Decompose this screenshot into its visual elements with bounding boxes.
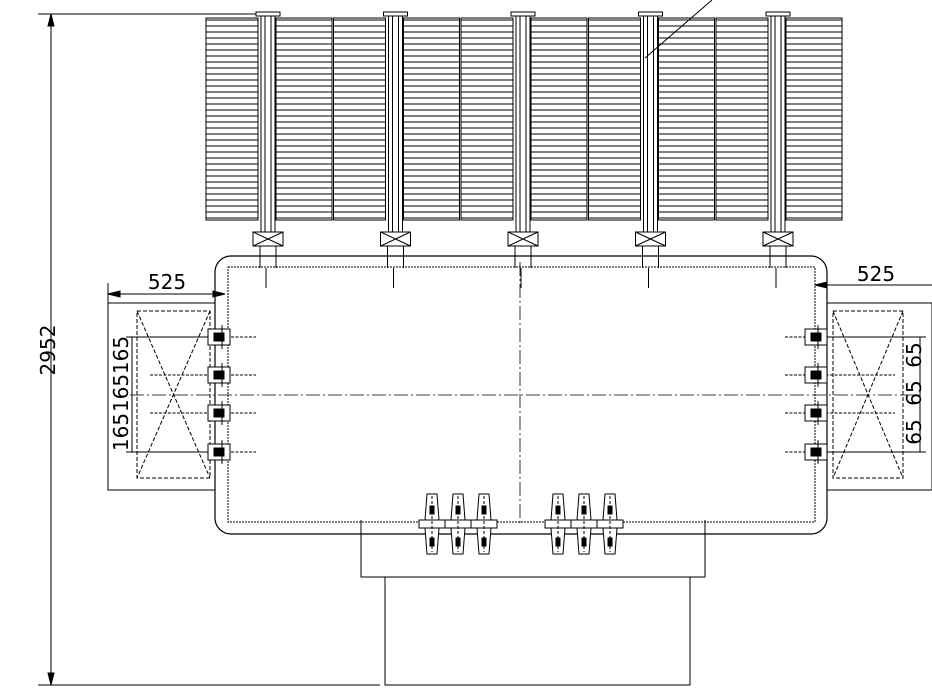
base-frame	[360, 520, 706, 686]
radiator	[588, 11, 715, 288]
left-offset-label: 525	[148, 270, 186, 294]
radiator	[715, 11, 843, 288]
side-bushings	[150, 325, 895, 464]
side-bushing-right	[785, 401, 895, 425]
side-bushing-right	[785, 325, 895, 349]
lv-bushing	[570, 493, 598, 555]
left-pitch-dimension	[126, 336, 215, 453]
tank-centerlines	[130, 262, 915, 525]
lv-bushing	[418, 493, 446, 555]
side-bushing-right	[785, 363, 895, 387]
radiator-bank	[205, 11, 843, 288]
side-bushing-right	[785, 440, 895, 464]
overall-height-dimension	[38, 13, 380, 686]
lv-bushing	[444, 493, 472, 555]
right-offset-label: 525	[857, 262, 895, 286]
right-pitch-label-1: 65	[902, 342, 926, 367]
left-pitch-label-1: 165	[109, 336, 133, 374]
radiator	[333, 11, 460, 288]
side-bushing-left	[150, 363, 256, 387]
left-pitch-label-2: 165	[109, 374, 133, 412]
lv-bushing	[596, 493, 624, 555]
side-bushing-left	[150, 325, 256, 349]
right-offset-dimension	[814, 281, 932, 289]
side-bushing-left	[150, 440, 256, 464]
left-offset-dimension	[107, 283, 226, 303]
radiator	[460, 11, 588, 288]
right-pitch-label-3: 65	[902, 419, 926, 444]
radiator	[205, 11, 333, 288]
leader-line	[644, 0, 713, 59]
left-terminal-box	[107, 302, 216, 491]
right-pitch-label-2: 65	[902, 380, 926, 405]
right-terminal-box	[826, 302, 932, 491]
overall-height-label: 2952	[36, 325, 60, 376]
lv-bushings	[418, 493, 624, 555]
left-pitch-label-3: 165	[109, 413, 133, 451]
side-bushing-left	[150, 401, 256, 425]
lv-bushing	[470, 493, 498, 555]
lv-bushing	[544, 493, 572, 555]
